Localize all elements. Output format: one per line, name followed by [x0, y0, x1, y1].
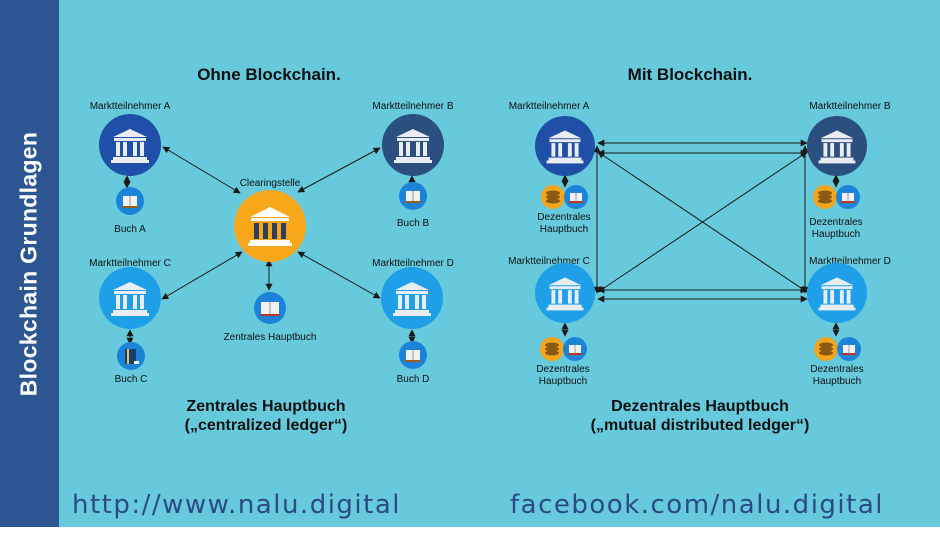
right-caption-line2: („mutual distributed ledger“) — [590, 417, 810, 434]
clearing-node — [234, 190, 306, 262]
clearing-label: Clearingstelle — [239, 178, 301, 189]
right-ledger-c-label: Dezentrales Hauptbuch — [536, 364, 589, 388]
ledger-d-word2: Hauptbuch — [812, 376, 862, 387]
book-a-label: Buch A — [114, 224, 146, 235]
book-icon — [563, 337, 587, 361]
bank-icon — [111, 282, 149, 316]
ledger-a-word1: Dezentrales — [537, 212, 591, 223]
left-participant-a-node — [99, 114, 161, 176]
central-ledger-icon — [254, 292, 286, 324]
book-d-icon — [399, 341, 427, 369]
left-participant-d-label: Marktteilnehmer D — [372, 258, 454, 269]
right-participant-a-node — [535, 116, 595, 176]
left-participant-a-label: Marktteilnehmer A — [89, 101, 171, 112]
ledger-d-word1: Dezentrales — [810, 364, 864, 375]
central-ledger-label: Zentrales Hauptbuch — [223, 332, 317, 343]
right-participant-a-label: Marktteilnehmer A — [508, 101, 590, 112]
book-b-label: Buch B — [396, 218, 430, 229]
right-participant-c-node — [535, 263, 595, 323]
right-participant-d-label: Marktteilnehmer D — [809, 256, 891, 267]
link-c-clearing — [161, 251, 243, 300]
coin-stack-icon — [541, 185, 565, 209]
footer-website-link[interactable]: http://www.nalu.digital — [72, 490, 402, 520]
book-icon — [837, 337, 861, 361]
book-d-label: Buch D — [396, 374, 430, 385]
left-participant-b-node — [382, 114, 444, 176]
footer-facebook-link[interactable]: facebook.com/nalu.digital — [510, 490, 884, 520]
link-b-clearing — [297, 147, 381, 193]
left-caption: Zentrales Hauptbuch („centralized ledger… — [185, 397, 348, 435]
link-rb-rc — [597, 151, 808, 293]
bank-icon — [546, 130, 584, 164]
coin-stack-icon — [814, 337, 838, 361]
left-participant-d-node — [381, 267, 443, 329]
left-participant-b-label: Marktteilnehmer B — [372, 101, 454, 112]
bank-icon — [818, 277, 856, 311]
ledger-c-word1: Dezentrales — [536, 364, 590, 375]
right-ledger-d-label: Dezentrales Hauptbuch — [810, 364, 863, 388]
ledger-b-word1: Dezentrales — [809, 217, 863, 228]
left-participant-c-label: Marktteilnehmer C — [89, 258, 171, 269]
bank-icon — [393, 282, 431, 316]
coin-stack-icon — [540, 337, 564, 361]
right-title: Mit Blockchain. — [627, 65, 753, 84]
book-c-label: Buch C — [114, 374, 148, 385]
book-a-icon — [116, 187, 144, 215]
book-b-icon — [399, 182, 427, 210]
right-participant-b-node — [807, 116, 867, 176]
bank-icon — [248, 207, 292, 246]
coin-stack-icon — [813, 185, 837, 209]
right-ledger-b-label: Dezentrales Hauptbuch — [809, 217, 862, 241]
bank-icon — [818, 130, 856, 164]
book-icon — [836, 185, 860, 209]
right-participant-d-node — [807, 263, 867, 323]
ledger-b-word2: Hauptbuch — [811, 229, 861, 240]
right-ledger-a-label: Dezentrales Hauptbuch — [537, 212, 590, 236]
left-caption-line2: („centralized ledger“) — [184, 417, 348, 434]
book-icon — [564, 185, 588, 209]
ledger-a-word2: Hauptbuch — [539, 224, 589, 235]
bank-icon — [111, 129, 149, 163]
bank-icon — [546, 277, 584, 311]
bank-icon — [394, 129, 432, 163]
right-participant-c-label: Marktteilnehmer C — [508, 256, 590, 267]
right-participant-b-label: Marktteilnehmer B — [809, 101, 891, 112]
link-a-clearing — [162, 146, 241, 194]
left-caption-line1: Zentrales Hauptbuch — [186, 398, 346, 415]
sidebar: Blockchain Grundlagen — [0, 0, 59, 527]
left-participant-c-node — [99, 267, 161, 329]
ledger-c-word2: Hauptbuch — [538, 376, 588, 387]
left-title: Ohne Blockchain. — [197, 65, 341, 84]
book-c-icon — [117, 342, 145, 370]
link-d-clearing — [297, 251, 381, 299]
right-caption-line1: Dezentrales Hauptbuch — [611, 398, 789, 415]
right-caption: Dezentrales Hauptbuch („mutual distribut… — [591, 397, 810, 435]
